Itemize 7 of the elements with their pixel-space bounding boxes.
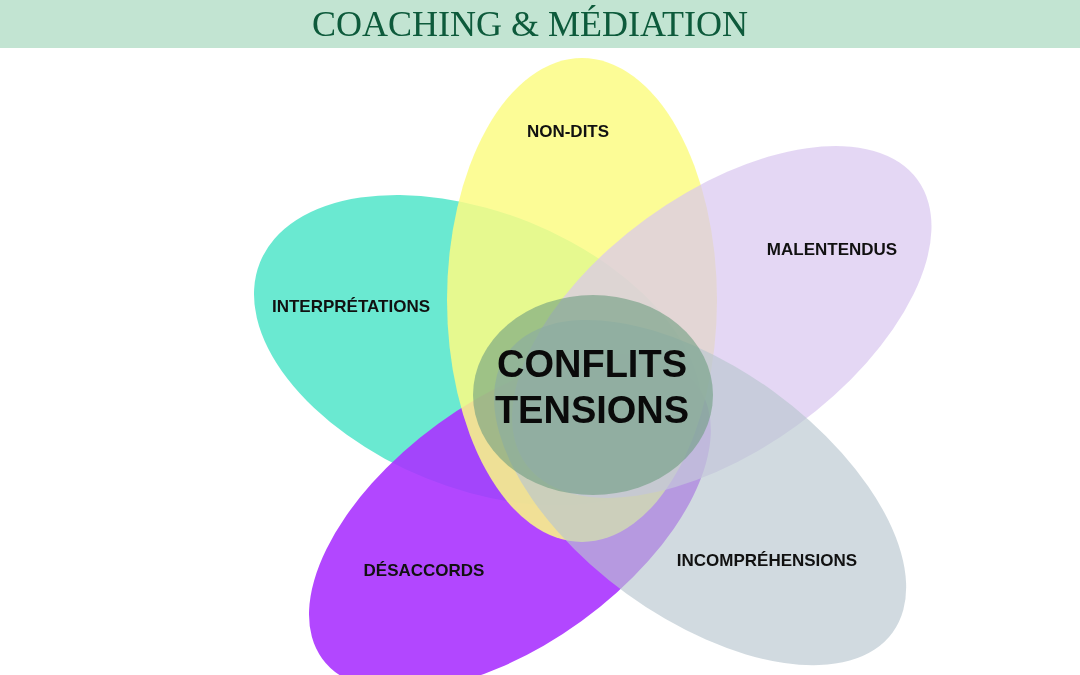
center-label: CONFLITS TENSIONS	[493, 342, 691, 433]
petal-label: NON-DITS	[526, 122, 610, 142]
petal-label: DÉSACCORDS	[363, 561, 485, 581]
petal-label: INTERPRÉTATIONS	[271, 297, 430, 317]
title: COACHING & MÉDIATION	[311, 3, 749, 46]
petal-label: INCOMPRÉHENSIONS	[676, 551, 858, 571]
petal-label: MALENTENDUS	[766, 240, 898, 260]
